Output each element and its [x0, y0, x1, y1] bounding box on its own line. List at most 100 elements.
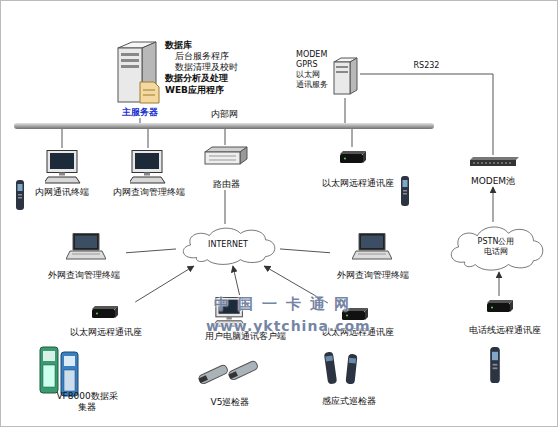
connector [352, 129, 353, 147]
modem-pool-icon [470, 160, 516, 166]
main-server-icon [118, 48, 142, 102]
cloud-shape [451, 227, 543, 270]
comm-base-icon [340, 151, 366, 163]
scanner-icon [16, 180, 24, 210]
device-node: V5巡检器 [196, 358, 264, 408]
router-node: 路由器 [198, 145, 254, 190]
modem-server-icon [350, 58, 357, 94]
server-function-note: 数据分析及处理 [165, 73, 228, 84]
connector [225, 190, 226, 224]
modem-server-icon [334, 62, 350, 94]
main-server-icon [121, 59, 139, 62]
cloud-shape [183, 228, 274, 264]
node-label: MODEM GPRS 以太网 通讯服务 [296, 50, 332, 90]
wand-reader-icon [324, 351, 337, 384]
router-icon [205, 147, 247, 164]
laptop-icon [66, 234, 106, 260]
node-label: 内部网 [211, 109, 238, 120]
connector [148, 129, 149, 148]
connector [62, 129, 63, 148]
main-server-icon [140, 82, 159, 103]
node-label: 感应式巡检器 [322, 396, 376, 407]
terminal-node: 外网查询管理终端 [42, 231, 126, 281]
main-server-icon [118, 42, 159, 103]
connector [233, 266, 240, 295]
comm-base-icon [487, 300, 513, 312]
router-icon [209, 160, 236, 161]
watermark: www.yktchina.com [206, 318, 371, 334]
main-server-icon [143, 90, 155, 91]
scanner-icon [490, 347, 500, 383]
collector-icon [64, 370, 75, 391]
node-label: V5巡检器 [211, 397, 250, 408]
node-label: MODEM池 [471, 176, 515, 187]
patrol-pen-icon [198, 360, 259, 385]
router-icon [240, 147, 247, 164]
modem-pool-icon [473, 163, 512, 164]
lan-bus: 内部网 [14, 123, 434, 129]
node-label: 以太网远程通讯座 [322, 178, 394, 189]
wand-reader-icon [325, 356, 333, 362]
network-cloud: INTERNET [176, 224, 280, 266]
computer-icon [44, 151, 80, 184]
main-server-icon [121, 53, 139, 56]
node-label: 内网通讯终端 [35, 187, 89, 198]
server-function-note: WEB应用程序 [165, 85, 224, 96]
comm-base-node: 以太网远程通讯座 [62, 302, 150, 338]
network-cloud: PSTN公用 电话网 [444, 222, 548, 272]
server-function-note: 数据库 [165, 40, 192, 51]
node-label: PSTN公用 电话网 [468, 237, 524, 257]
connector [135, 266, 194, 302]
server-node: 主服务器 [112, 40, 168, 118]
node-label: 电话线远程通讯座 [469, 325, 541, 336]
main-server-icon [143, 95, 155, 96]
node-label: 内网查询管理终端 [113, 187, 185, 198]
node-label: 路由器 [213, 179, 240, 190]
modem-server-icon [336, 71, 348, 73]
patrol-pen-icon [198, 364, 229, 385]
device-node: 感应式巡检器 [316, 347, 382, 407]
connector [225, 129, 226, 145]
collector-icon [43, 351, 55, 361]
router-icon [205, 152, 240, 164]
watermark: 中国一卡通网 [214, 296, 358, 313]
terminal-node: 内网通讯终端 [30, 148, 94, 198]
node-label: 主服务器 [122, 107, 158, 118]
modem-pool-icon [470, 157, 519, 160]
terminal-node: 内网查询管理终端 [108, 148, 190, 198]
modem-pool-node: MODEM池 [462, 155, 524, 187]
connector [493, 187, 494, 222]
collector-icon [43, 365, 55, 387]
laptop-icon [352, 234, 392, 260]
modem-server-icon [336, 66, 348, 68]
terminal-node: 外网查询管理终端 [330, 231, 416, 281]
server-function-note: 数据清理及校时 [175, 62, 238, 73]
node-label: 外网查询管理终端 [337, 270, 409, 281]
wand-reader-icon [324, 351, 358, 384]
collector-icon [40, 347, 78, 396]
node-label: VF8000数据采 集器 [51, 391, 123, 413]
edge-label: RS232 [414, 61, 440, 71]
collector-icon [40, 347, 58, 393]
comm-server-node: MODEM GPRS 以太网 通讯服务 [296, 50, 360, 98]
comm-base-node: 以太网远程通讯座 [314, 147, 402, 189]
modem-pool-icon [470, 157, 519, 166]
router-icon [209, 156, 236, 157]
connector [360, 74, 493, 155]
collector-node: VF8000数据采 集器 [46, 345, 128, 413]
node-label: INTERNET [208, 240, 248, 250]
patrol-pen-icon [229, 371, 238, 379]
node-label: 外网查询管理终端 [48, 270, 120, 281]
patrol-pen-icon [199, 375, 208, 383]
comm-base-node: 电话线远程通讯座 [458, 296, 552, 336]
collector-icon [61, 352, 78, 396]
server-function-note: 后台服务程序 [175, 51, 229, 62]
wand-reader-icon [345, 354, 357, 385]
scanner-icon [401, 176, 409, 206]
